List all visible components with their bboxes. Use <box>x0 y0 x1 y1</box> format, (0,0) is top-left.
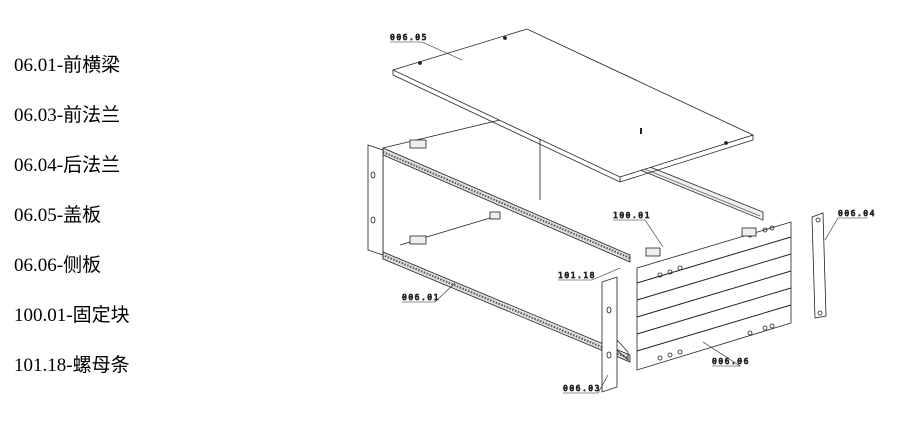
callout-nut-strip: 101.18 <box>558 271 596 280</box>
part-item: 06.06-侧板 <box>14 255 102 276</box>
rear-flange <box>811 212 827 319</box>
side-panel <box>636 221 792 371</box>
part-item: 06.04-后法兰 <box>14 155 121 176</box>
callout-rear-flange: 006.04 <box>838 209 876 218</box>
top-cover <box>391 28 755 183</box>
part-item: 06.05-盖板 <box>14 205 102 226</box>
leader-lines <box>390 41 868 394</box>
left-flange <box>367 144 384 256</box>
part-item: 101.18-螺母条 <box>14 355 130 376</box>
part-item: 06.01-前横梁 <box>14 55 121 76</box>
fixing-block <box>645 227 757 257</box>
part-item: 06.03-前法兰 <box>14 105 121 126</box>
callout-block: 100.01 <box>613 211 651 220</box>
callout-side-panel: 006.06 <box>712 357 750 366</box>
callout-cover: 006.05 <box>390 33 428 42</box>
part-item: 100.01-固定块 <box>14 305 130 326</box>
callout-front-beam: 006.01 <box>402 293 440 302</box>
callout-front-flange: 006.03 <box>563 384 601 393</box>
front-flange <box>601 276 629 393</box>
